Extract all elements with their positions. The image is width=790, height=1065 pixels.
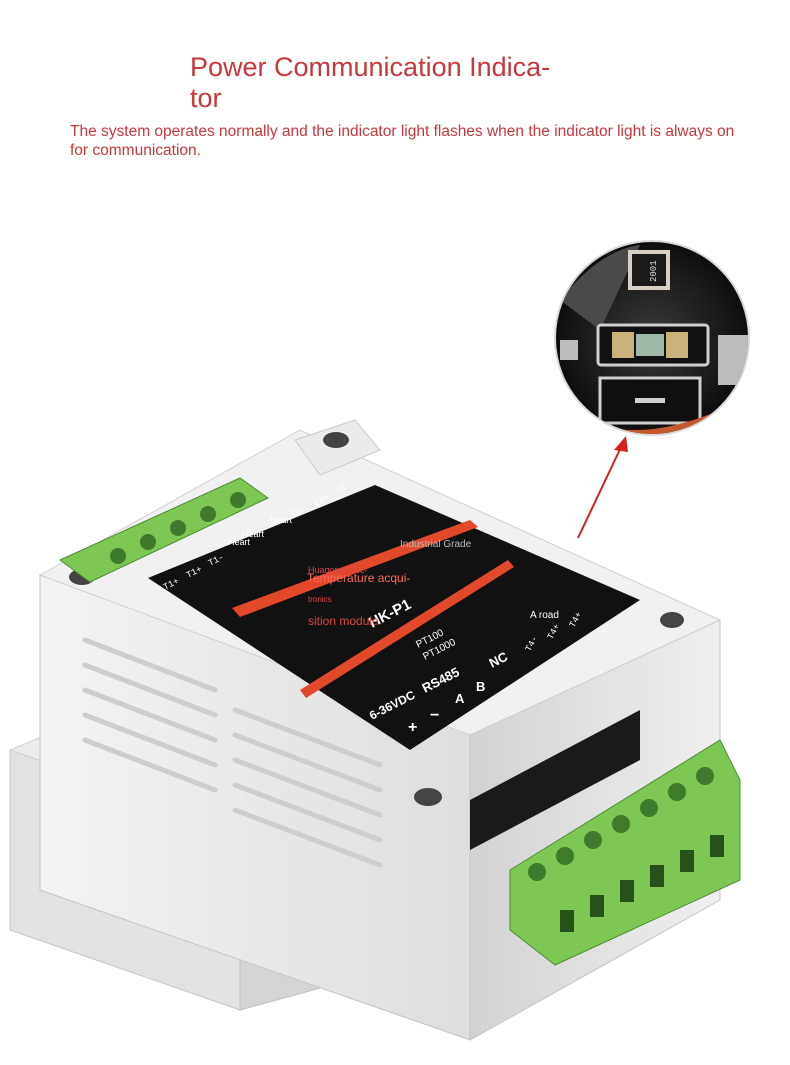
overlay-road: A road <box>530 610 559 621</box>
overlay-grade: Industrial Grade <box>400 539 472 550</box>
label-a: A <box>455 691 465 706</box>
label-minus: − <box>430 707 439 724</box>
overlay-heart-c: Heart <box>270 515 293 525</box>
title-line-1: Power Communication Indica- <box>190 52 551 82</box>
overlay-brand-l2: tronics <box>308 595 332 604</box>
overlay-heart-a: Heart <box>242 529 265 539</box>
page-title: Power Communication Indica- tor <box>190 52 610 114</box>
overlay-product-l1: Temperature acqui- <box>307 571 410 585</box>
label-b: B <box>476 679 485 694</box>
overlay-brand-l1: Huagong Elec- <box>308 565 368 575</box>
callout-arrow <box>577 444 623 539</box>
label-plus: + <box>408 719 417 736</box>
zoom-detail: 2001 <box>554 240 750 436</box>
overlay-heart-b: Heart <box>228 537 251 547</box>
resistor-code: 2001 <box>649 260 659 282</box>
arrow-head <box>614 436 628 452</box>
title-line-2: tor <box>190 83 222 113</box>
description-text: The system operates normally and the ind… <box>70 123 735 159</box>
overlay-product-l2: sition module <box>308 614 379 628</box>
